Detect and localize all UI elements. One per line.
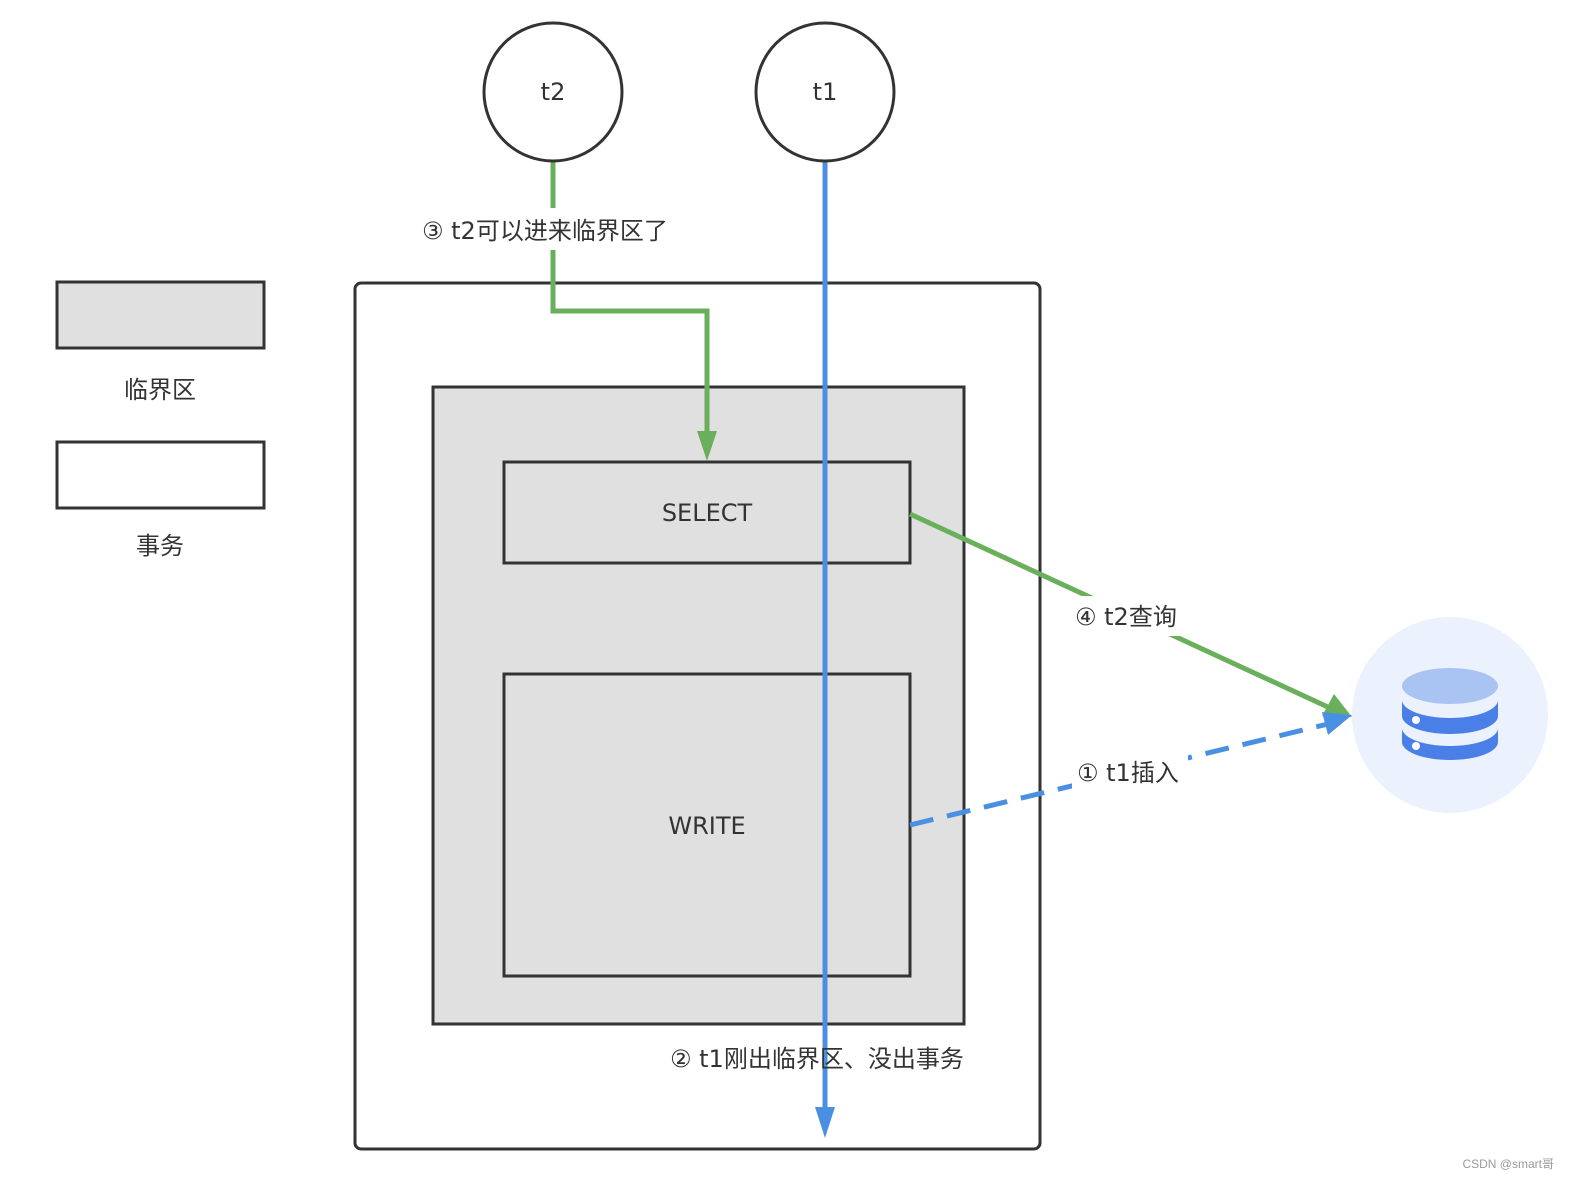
legend-critical-section-label: 临界区 bbox=[124, 376, 196, 404]
t2-query-arrowhead bbox=[1322, 694, 1352, 717]
legend-transaction-swatch bbox=[55, 440, 266, 510]
t2-flow-arrowhead bbox=[697, 431, 717, 461]
t1-insert-line bbox=[909, 721, 1329, 828]
select-box bbox=[502, 460, 912, 565]
step3-label: ③ t2可以进来临界区了 bbox=[422, 217, 668, 245]
step1-label-bg bbox=[1072, 752, 1188, 792]
t1-node bbox=[754, 21, 896, 163]
watermark: CSDN @smart哥 bbox=[1462, 1157, 1554, 1171]
step4-label: ④ t2查询 bbox=[1075, 603, 1177, 631]
t2-node-label: t2 bbox=[541, 78, 566, 106]
write-box bbox=[502, 672, 912, 978]
legend-transaction-label: 事务 bbox=[136, 532, 184, 560]
step1-label: ① t1插入 bbox=[1077, 759, 1179, 787]
write-label: WRITE bbox=[668, 812, 745, 840]
step2-label: ② t1刚出临界区、没出事务 bbox=[670, 1045, 964, 1073]
select-label: SELECT bbox=[662, 499, 753, 527]
database-icon bbox=[1352, 617, 1548, 813]
step4-label-bg bbox=[1070, 596, 1190, 636]
step3-label-bg bbox=[418, 208, 690, 250]
t1-node-label: t1 bbox=[813, 78, 838, 106]
t1-insert-arrowhead bbox=[1322, 712, 1352, 735]
t2-node bbox=[482, 21, 624, 163]
legend-critical-section-swatch bbox=[55, 280, 266, 350]
t1-flow-arrowhead bbox=[815, 1107, 835, 1138]
